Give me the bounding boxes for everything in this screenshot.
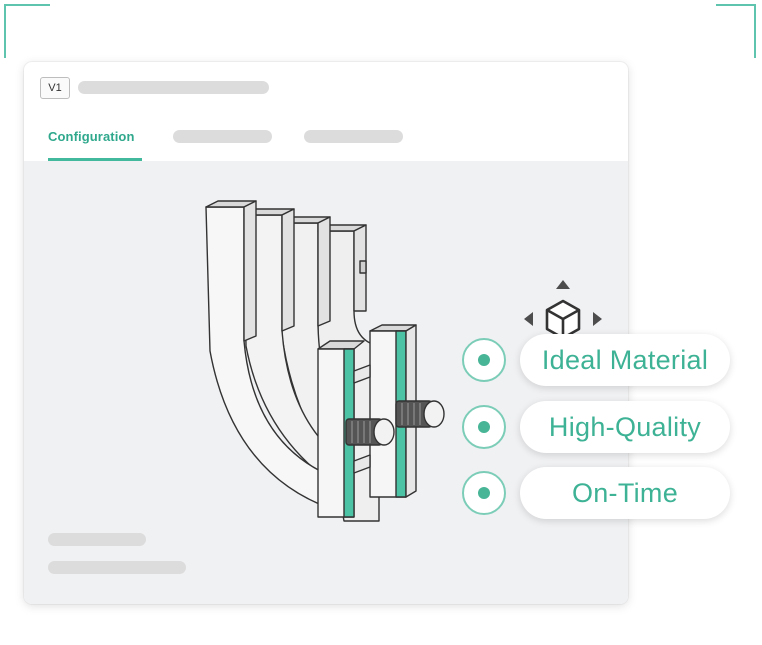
radio-dot (478, 354, 490, 366)
cube-icon (545, 299, 581, 340)
footer-placeholder-2 (48, 561, 186, 574)
radio-indicator[interactable] (462, 471, 506, 515)
configurator-card: V1 Configuration (24, 62, 628, 604)
tab-placeholder-3[interactable] (304, 130, 403, 143)
feature-high-quality[interactable]: High-Quality (462, 401, 730, 457)
model-viewport[interactable] (24, 161, 628, 604)
active-tab-indicator (48, 158, 142, 161)
radio-dot (478, 421, 490, 433)
radio-dot (478, 487, 490, 499)
feature-pill-label: On-Time (520, 467, 730, 519)
feature-on-time[interactable]: On-Time (462, 467, 730, 523)
model-3d (205, 200, 445, 522)
feature-ideal-material[interactable]: Ideal Material (462, 334, 730, 390)
arrow-right-icon (593, 312, 602, 326)
corner-bracket-top-right (716, 4, 756, 58)
feature-pill-label: High-Quality (520, 401, 730, 453)
feature-pill-label: Ideal Material (520, 334, 730, 386)
arrow-left-icon (524, 312, 533, 326)
corner-bracket-top-left (4, 4, 50, 58)
title-placeholder (78, 81, 269, 94)
footer-placeholder-1 (48, 533, 146, 546)
tab-configuration[interactable]: Configuration (48, 129, 135, 144)
radio-indicator[interactable] (462, 338, 506, 382)
version-badge: V1 (40, 77, 70, 99)
radio-indicator[interactable] (462, 405, 506, 449)
arrow-up-icon (556, 280, 570, 289)
tab-placeholder-2[interactable] (173, 130, 272, 143)
